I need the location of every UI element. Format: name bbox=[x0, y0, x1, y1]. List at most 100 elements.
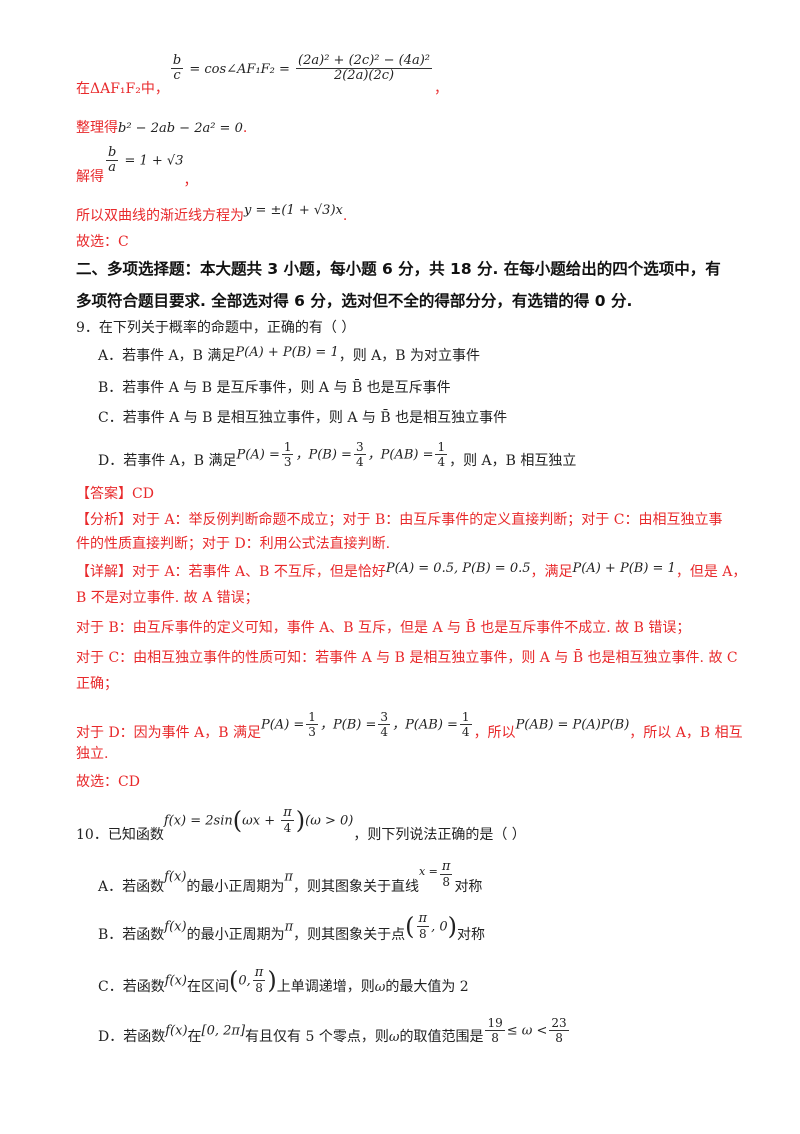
denominator: 4 bbox=[461, 725, 470, 739]
math: ，P(B) = bbox=[319, 717, 377, 733]
denominator: 8 bbox=[418, 927, 427, 941]
math: (ω > 0) bbox=[305, 813, 354, 829]
math: ，P(AB) = bbox=[367, 447, 434, 463]
denominator: 8 bbox=[491, 1031, 499, 1045]
math: = 1 + √3 bbox=[120, 153, 184, 169]
numerator: 23 bbox=[549, 1016, 569, 1031]
math: ，P(AB) = bbox=[392, 717, 458, 733]
text: ，所以 A，B 相互 bbox=[629, 724, 743, 741]
q9-option-c: C．若事件 A 与 B 是相互独立事件，则 A 与 B̄ 也是相互独立事件 bbox=[98, 410, 508, 426]
text: D．若事件 A，B 满足 bbox=[98, 452, 237, 469]
solution-line-2: 整理得b² − 2ab − 2a² = 0. bbox=[76, 118, 247, 139]
math: f(x) bbox=[164, 919, 187, 935]
text: 解得 bbox=[76, 168, 104, 185]
text: 的最小正周期为 bbox=[186, 926, 285, 943]
numerator: b bbox=[170, 53, 184, 69]
section-heading-line-1: 二、多项选择题：本大题共 3 小题，每小题 6 分，共 18 分. 在每小题给出… bbox=[76, 260, 721, 278]
q9-choice: 故选：CD bbox=[76, 774, 140, 790]
math: ，P(B) = bbox=[295, 447, 352, 463]
paren-close: ) bbox=[447, 912, 457, 941]
text: ，则 A，B 相互独立 bbox=[449, 452, 577, 469]
text: 在ΔAF₁F₂中， bbox=[76, 80, 169, 97]
text: ，满足 bbox=[530, 564, 573, 580]
numerator: b bbox=[106, 145, 119, 161]
math: ωx + bbox=[242, 813, 280, 829]
text: 整理得 bbox=[76, 120, 118, 136]
q9-detail-line-4: 对于 C：由相互独立事件的性质可知：若事件 A 与 B 是相互独立事件，则 A … bbox=[76, 650, 738, 666]
math: f(x) = 2sin bbox=[163, 813, 233, 829]
numerator: π bbox=[281, 805, 294, 821]
q9-answer: 【答案】CD bbox=[76, 486, 154, 502]
text: ，则其图象关于点 bbox=[293, 926, 406, 943]
paren-open: ( bbox=[232, 806, 243, 835]
numerator: 1 bbox=[281, 440, 294, 455]
math: ω bbox=[374, 979, 386, 995]
math: P(A) + P(B) = 1 bbox=[235, 345, 339, 360]
math: P(A) = 0.5, P(B) = 0.5 bbox=[385, 561, 531, 576]
numerator: 3 bbox=[378, 710, 391, 725]
text: 10．已知函数 bbox=[76, 826, 164, 843]
math: π bbox=[284, 919, 294, 935]
denominator: 3 bbox=[308, 725, 316, 739]
text: 上单调递增，则 bbox=[276, 978, 375, 995]
paren-close: ) bbox=[295, 806, 306, 835]
text: 在 bbox=[187, 1028, 202, 1045]
text: ，所以 bbox=[473, 724, 516, 741]
numerator: 3 bbox=[353, 440, 366, 455]
text: A．若事件 A，B 满足 bbox=[98, 348, 236, 364]
numerator: 19 bbox=[485, 1016, 505, 1031]
denominator: 4 bbox=[283, 821, 292, 835]
math: [0, 2π] bbox=[201, 1023, 246, 1039]
math: 0, bbox=[238, 973, 251, 989]
denominator: c bbox=[173, 68, 181, 83]
text: 在区间 bbox=[187, 978, 230, 995]
q9-analysis-line-2: 件的性质直接判断；对于 D：利用公式法直接判断. bbox=[76, 536, 391, 552]
math: ω bbox=[388, 1029, 400, 1045]
numerator: π bbox=[416, 911, 430, 927]
math: , 0 bbox=[431, 919, 448, 935]
text: 【详解】对于 A：若事件 A、B 不互斥，但是恰好 bbox=[76, 564, 386, 580]
numerator: π bbox=[252, 965, 266, 981]
math: y = ±(1 + √3)x bbox=[244, 203, 343, 218]
q9-option-a: A．若事件 A，B 满足P(A) + P(B) = 1，则 A，B 为对立事件 bbox=[98, 345, 480, 367]
text: ，则其图象关于直线 bbox=[292, 878, 419, 895]
text: ， bbox=[183, 172, 198, 189]
text: 对于 D：因为事件 A，B 满足 bbox=[76, 724, 261, 741]
text: ，但是 A， bbox=[675, 564, 747, 580]
paren-open: ( bbox=[229, 966, 239, 995]
numerator: π bbox=[439, 859, 453, 875]
math: f(x) bbox=[165, 1023, 188, 1039]
denominator: 8 bbox=[555, 1031, 563, 1045]
numerator: 1 bbox=[459, 710, 472, 725]
numerator: 1 bbox=[435, 440, 448, 455]
text: 的最小正周期为 bbox=[186, 878, 285, 895]
numerator: (2a)² + (2c)² − (4a)² bbox=[296, 53, 433, 69]
denominator: 4 bbox=[355, 455, 364, 469]
math: f(x) bbox=[164, 869, 187, 885]
text: D．若函数 bbox=[98, 1028, 166, 1045]
text: ， bbox=[434, 80, 449, 97]
paren-open: ( bbox=[405, 912, 415, 941]
solution-line-4: 所以双曲线的渐近线方程为y = ±(1 + √3)x. bbox=[76, 200, 347, 224]
text: ，则下列说法正确的是（ ） bbox=[353, 826, 526, 843]
denominator: 8 bbox=[442, 875, 450, 889]
